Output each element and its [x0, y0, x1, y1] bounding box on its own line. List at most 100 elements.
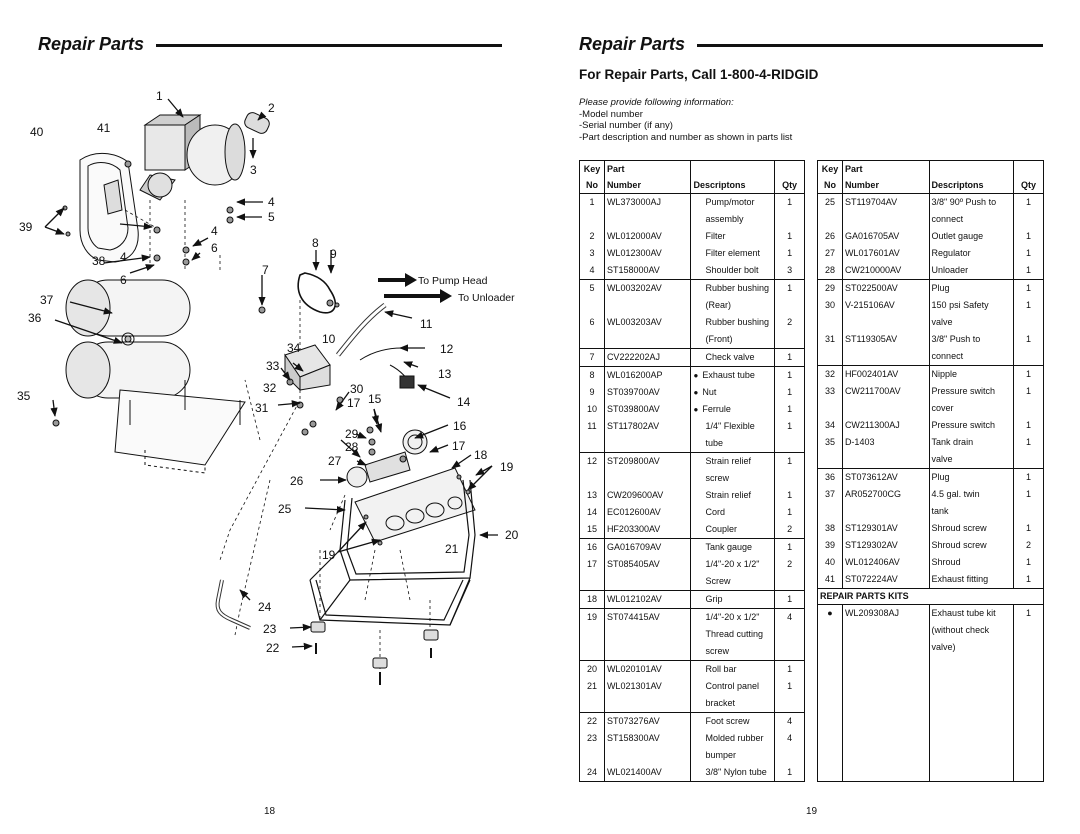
info-line-serial: -Serial number (if any) — [579, 120, 673, 132]
description-line: Control panel — [705, 681, 760, 691]
description-cell: Cord — [690, 504, 776, 521]
callout-19a: 19 — [500, 460, 514, 474]
description-line: 4.5 gal. twin — [931, 489, 980, 499]
callout-15: 15 — [368, 392, 382, 406]
callout-12: 12 — [440, 342, 454, 356]
col-no-header: No — [579, 177, 605, 194]
description-line: cover — [931, 403, 954, 413]
key-number-cell: 12 — [579, 452, 605, 487]
description-cell: Nipple — [929, 365, 1015, 383]
description-line: Shroud screw — [931, 523, 987, 533]
callout-6b: 6 — [120, 273, 127, 287]
callout-2: 2 — [268, 101, 275, 115]
description-line: Grip — [705, 594, 723, 604]
callout-5: 5 — [268, 210, 275, 224]
exhaust-tube-drawing — [297, 272, 336, 314]
part-number-cell: V-215106AV — [842, 297, 930, 331]
callout-34: 34 — [287, 341, 301, 355]
qty-cell: 1 — [1026, 197, 1032, 207]
description-line: Strain relief — [705, 490, 752, 500]
qty-cell: 4 — [774, 712, 805, 730]
part-number-cell: CV222202AJ — [604, 348, 692, 367]
description-line: 3/8" Push to — [931, 334, 981, 344]
callout-4c: 4 — [120, 250, 127, 264]
callout-10: 10 — [322, 332, 336, 346]
qty-cell: 1 — [1013, 468, 1044, 486]
callout-28: 28 — [345, 440, 359, 454]
key-number-cell: 38 — [817, 520, 843, 537]
col-qty-header: Qty — [774, 177, 805, 194]
part-number-cell: WL021301AV — [604, 678, 692, 713]
key-number-cell: 33 — [817, 383, 843, 417]
part-number-cell: ST039700AV — [604, 384, 692, 401]
qty-cell: 1 — [1026, 248, 1032, 258]
key-number-cell: 29 — [817, 279, 843, 297]
description-cell: Rubber bushing(Rear) — [690, 279, 776, 314]
description-line: Tank gauge — [705, 542, 753, 552]
callout-4a: 4 — [268, 195, 275, 209]
col-number-header: Number — [604, 177, 692, 194]
description-line: Coupler — [705, 524, 738, 534]
description-cell: ●Ferrule — [690, 401, 776, 418]
callout-25: 25 — [278, 502, 292, 516]
exploded-parts-diagram: 1 2 3 4 5 4 6 8 9 7 40 41 39 38 4 6 37 3… — [17, 89, 519, 685]
description-cell: Plug — [929, 468, 1015, 486]
part-number-cell: GA016705AV — [842, 228, 930, 245]
description-line: 3/8" Nylon tube — [705, 767, 767, 777]
qty-cell: 1 — [1026, 574, 1032, 584]
regulator-drawing — [346, 429, 428, 488]
pump-motor-drawing — [139, 114, 246, 201]
key-number-cell: 7 — [579, 348, 605, 367]
key-number-cell: 36 — [817, 468, 843, 486]
description-line: (Front) — [705, 334, 733, 344]
description-line: (Rear) — [705, 300, 731, 310]
description-line: Roll bar — [705, 664, 737, 674]
callout-8: 8 — [312, 236, 319, 250]
part-number-cell: ST022500AV — [842, 279, 930, 297]
qty-cell: 1 — [787, 507, 793, 517]
description-cell: Shroud screw — [929, 520, 1015, 537]
part-number-cell: WL012102AV — [604, 590, 692, 609]
part-number-cell: EC012600AV — [604, 504, 692, 521]
description-cell: Shroud — [929, 554, 1015, 571]
key-number-cell: 15 — [579, 521, 605, 539]
col-key-header: Key — [817, 160, 843, 177]
key-number-cell: 13 — [579, 487, 605, 504]
qty-cell: 1 — [1026, 386, 1032, 396]
description-line: Ferrule — [702, 404, 731, 414]
callout-17a: 17 — [347, 396, 361, 410]
callout-1: 1 — [156, 89, 163, 103]
part-number-cell: ST158000AV — [604, 262, 692, 280]
part-number-cell: WL012000AV — [604, 228, 692, 245]
part-number-cell: HF203300AV — [604, 521, 692, 539]
key-number-cell: 26 — [817, 228, 843, 245]
col-part-header: Part — [842, 160, 930, 177]
qty-cell: 1 — [1026, 334, 1032, 344]
col-no-header: No — [817, 177, 843, 194]
qty-cell: 1 — [774, 348, 805, 367]
left-title-rule — [156, 44, 502, 47]
key-number-cell: 9 — [579, 384, 605, 401]
key-number-cell: 19 — [579, 608, 605, 661]
part-number-cell: WL003202AV — [604, 279, 692, 314]
key-number-cell: ● — [817, 604, 843, 656]
part-number-cell: ST209800AV — [604, 452, 692, 487]
description-line: 150 psi Safety — [931, 300, 989, 310]
callout-40: 40 — [30, 125, 44, 139]
key-number-cell: 21 — [579, 678, 605, 713]
description-cell: Pressure switch — [929, 417, 1015, 434]
part-number-cell: HF002401AV — [842, 365, 930, 383]
key-number-cell: 35 — [817, 434, 843, 469]
